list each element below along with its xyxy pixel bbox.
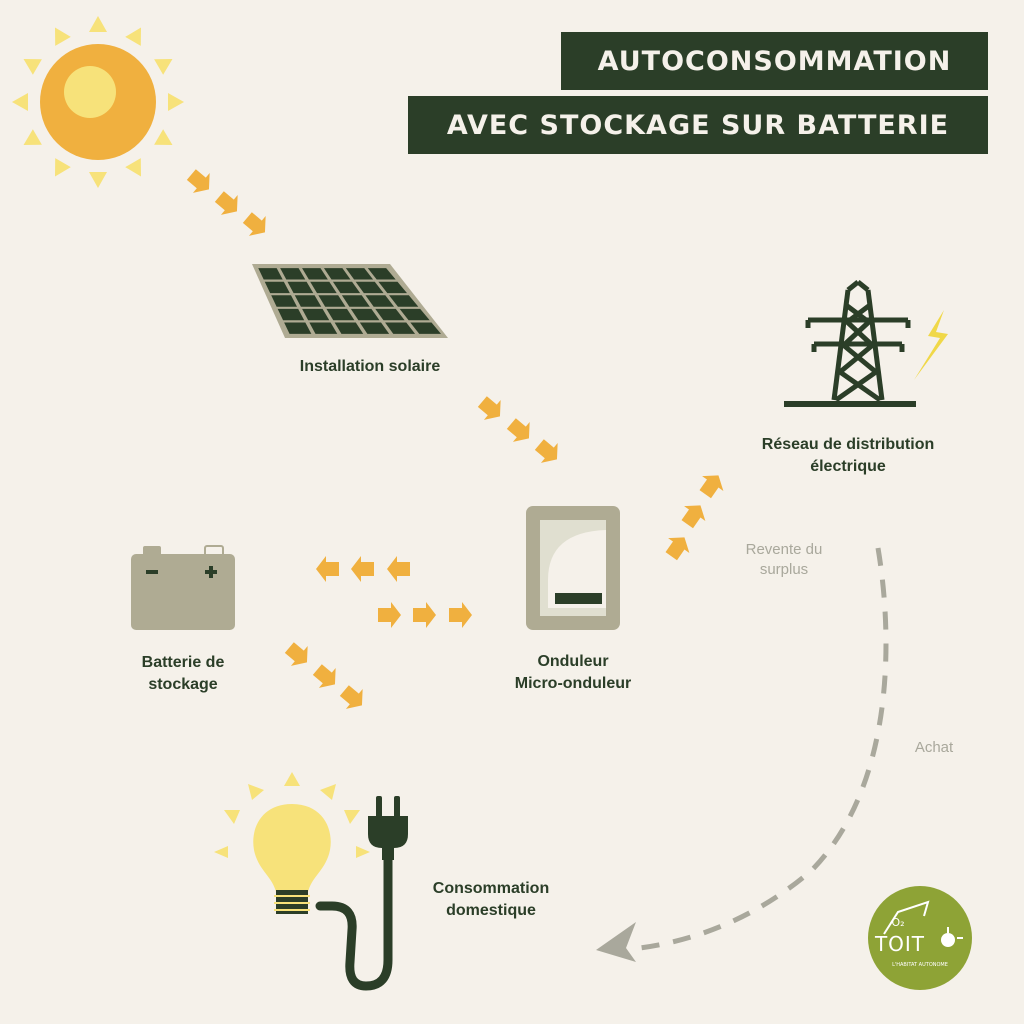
surplus-sale-label-line-2: surplus bbox=[759, 561, 809, 578]
solar-panel-label-text: Installation solaire bbox=[299, 358, 441, 375]
consumption-label-line-2: domestique bbox=[446, 902, 536, 919]
grid-label-line-1: Réseau de distribution bbox=[761, 436, 935, 453]
solar-cell bbox=[309, 322, 338, 334]
solar-cell bbox=[302, 268, 328, 280]
flow-inverter-to-grid bbox=[660, 467, 730, 564]
solar-cell bbox=[323, 268, 351, 280]
solar-cell bbox=[350, 308, 380, 321]
solar-cell bbox=[365, 295, 395, 307]
flow-sun-to-panel bbox=[182, 164, 274, 243]
solar-cell bbox=[284, 322, 312, 334]
logo-brand: TOIT bbox=[874, 932, 926, 956]
battery-label-line-2: stockage bbox=[148, 676, 218, 693]
solar-cell bbox=[302, 308, 330, 321]
flow-battery-to-inverter bbox=[378, 602, 472, 628]
solar-cell bbox=[355, 281, 384, 294]
solar-cell bbox=[332, 281, 361, 294]
surplus-sale-label-line-1: Revente du bbox=[745, 541, 823, 558]
plug-icon bbox=[315, 796, 408, 991]
solar-cell bbox=[345, 268, 374, 280]
purchase-label: Achat bbox=[914, 739, 954, 756]
solar-cell bbox=[375, 308, 405, 321]
solar-cell bbox=[341, 295, 370, 307]
sun-icon bbox=[12, 16, 184, 188]
flow-panel-to-inverter bbox=[473, 391, 566, 470]
solar-cell bbox=[310, 281, 337, 294]
flow-battery-to-consumption bbox=[280, 637, 371, 716]
inverter-label: Onduleur Micro-onduleur bbox=[493, 651, 653, 695]
purchase-arrowhead bbox=[596, 922, 636, 962]
consumption-label-line-1: Consommation bbox=[432, 880, 550, 897]
o2toit-logo bbox=[868, 886, 972, 990]
solar-cell bbox=[258, 268, 283, 280]
consumption-label: Consommation domestique bbox=[411, 878, 571, 922]
solar-cell bbox=[399, 308, 430, 321]
logo-o2: O₂ bbox=[891, 916, 905, 929]
solar-panel-icon bbox=[252, 264, 448, 338]
solar-cell bbox=[334, 322, 364, 334]
flow-inverter-to-battery bbox=[316, 556, 410, 582]
solar-cell bbox=[326, 308, 355, 321]
lightning-icon bbox=[914, 310, 948, 380]
solar-cell bbox=[287, 281, 314, 294]
solar-cell bbox=[389, 295, 419, 307]
solar-cell bbox=[277, 308, 305, 321]
solar-cell bbox=[264, 281, 290, 294]
solar-panel-label: Installation solaire bbox=[270, 356, 470, 378]
battery-label: Batterie de stockage bbox=[113, 652, 253, 696]
grid-label: Réseau de distribution électrique bbox=[738, 434, 958, 478]
battery-label-line-1: Batterie de bbox=[141, 654, 225, 671]
solar-cell bbox=[271, 295, 298, 307]
flow-grid-purchase-dashed bbox=[639, 547, 889, 951]
solar-cell bbox=[378, 281, 408, 294]
light-bulb-icon bbox=[214, 772, 370, 914]
solar-cell bbox=[410, 322, 442, 334]
title-line-2: AVEC STOCKAGE SUR BATTERIE bbox=[408, 96, 988, 154]
solar-cell bbox=[280, 268, 306, 280]
surplus-sale-label: Revente du surplus bbox=[724, 540, 844, 580]
inverter-label-line-1: Onduleur bbox=[537, 653, 609, 670]
solar-cell bbox=[294, 295, 322, 307]
title-line-1: AUTOCONSOMMATION bbox=[561, 32, 988, 90]
solar-cell bbox=[385, 322, 416, 334]
logo-tagline: L'HABITAT AUTONOME bbox=[892, 962, 948, 968]
grid-label-line-2: électrique bbox=[810, 458, 886, 475]
power-pylon-icon bbox=[784, 280, 916, 407]
solar-cell bbox=[318, 295, 346, 307]
solar-cell bbox=[367, 268, 396, 280]
battery-icon bbox=[131, 545, 235, 630]
solar-cell bbox=[359, 322, 390, 334]
inverter-icon bbox=[526, 506, 620, 630]
inverter-label-line-2: Micro-onduleur bbox=[514, 675, 632, 692]
